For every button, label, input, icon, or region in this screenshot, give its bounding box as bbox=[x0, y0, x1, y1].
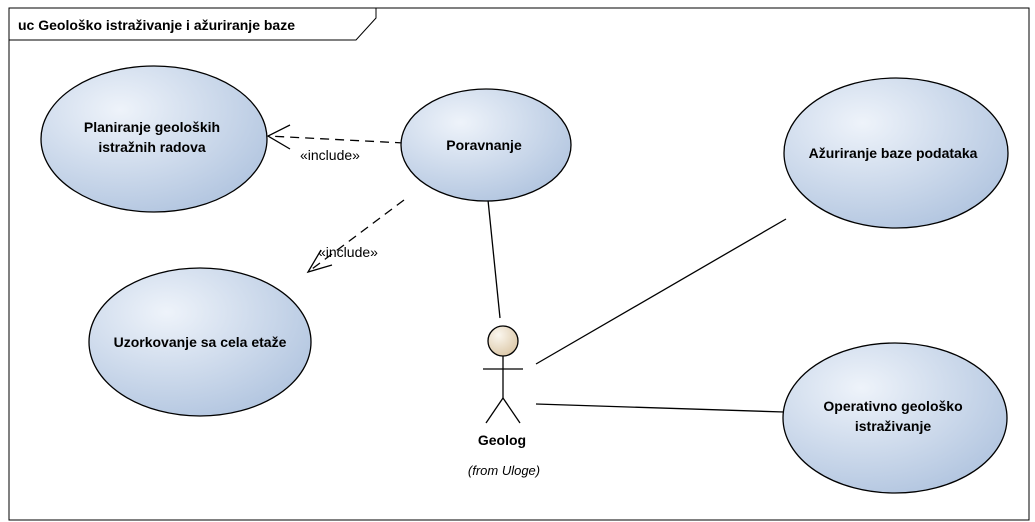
actor-head-icon bbox=[487, 325, 519, 357]
usecase-operativno[interactable]: Operativno geološko istraživanje bbox=[782, 342, 1008, 494]
usecase-uzorkovanje[interactable]: Uzorkovanje sa cela etaže bbox=[88, 267, 312, 417]
usecase-operativno-line1: Operativno geološko bbox=[823, 398, 962, 414]
usecase-poravnanje-label: Poravnanje bbox=[446, 137, 522, 153]
include-connector-planiranje[interactable] bbox=[267, 135, 405, 144]
association-poravnanje[interactable] bbox=[487, 199, 501, 319]
association-azuriranje[interactable] bbox=[535, 218, 787, 365]
actor-from: (from Uloge) bbox=[468, 463, 540, 478]
actor-name: Geolog bbox=[478, 432, 526, 448]
frame-title-tab bbox=[8, 7, 377, 41]
include-label-planiranje: «include» bbox=[300, 147, 360, 163]
include-connector-uzorkovanje[interactable] bbox=[307, 199, 405, 273]
include-arrowhead-uzorkovanje bbox=[306, 249, 333, 274]
usecase-planiranje-line1: Planiranje geoloških bbox=[84, 119, 220, 135]
include-label-uzorkovanje: «include» bbox=[318, 244, 378, 260]
usecase-operativno-line2: istraživanje bbox=[855, 418, 931, 434]
usecase-planiranje[interactable]: Planiranje geoloških istražnih radova bbox=[40, 65, 268, 213]
usecase-poravnanje[interactable]: Poravnanje bbox=[400, 88, 572, 202]
frame-title: uc Geološko istraživanje i ažuriranje ba… bbox=[18, 17, 295, 33]
diagram-frame bbox=[8, 7, 1030, 521]
association-operativno[interactable] bbox=[535, 403, 785, 413]
usecase-uzorkovanje-label: Uzorkovanje sa cela etaže bbox=[114, 334, 287, 350]
actor-geolog[interactable]: Geolog (from Uloge) bbox=[468, 325, 540, 478]
include-arrowhead-planiranje bbox=[266, 124, 291, 150]
usecase-planiranje-line2: istražnih radova bbox=[98, 139, 206, 155]
usecase-azuriranje-label: Ažuriranje baze podataka bbox=[809, 145, 978, 161]
usecase-azuriranje[interactable]: Ažuriranje baze podataka bbox=[783, 77, 1009, 229]
